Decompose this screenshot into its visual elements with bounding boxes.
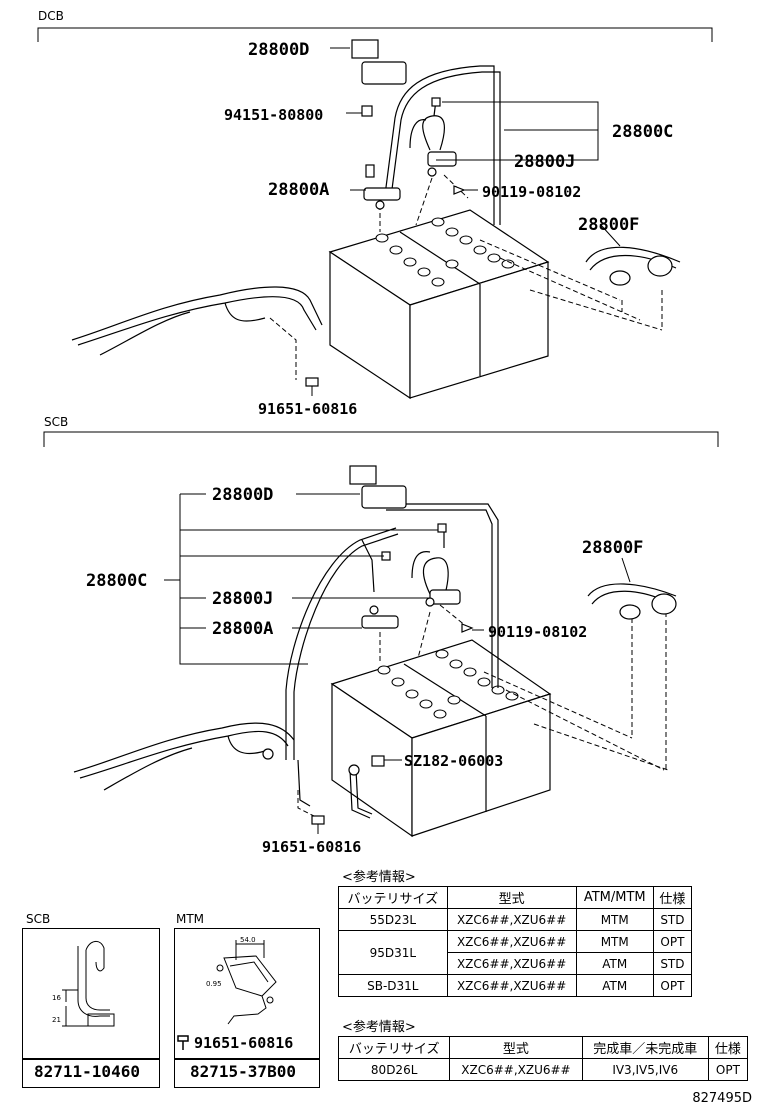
table-cell: XZC6##,XZU6## (446, 952, 577, 975)
label-28800A-top: 28800A (268, 180, 329, 200)
terminal-28800A-bottom (361, 551, 399, 629)
table-cell: OPT (652, 930, 693, 953)
label-28800C-bottom: 28800C (86, 571, 147, 591)
figure-scb-drawing (62, 941, 115, 1027)
label-28800J-top: 28800J (514, 152, 575, 172)
connector-28800D-top (351, 39, 407, 85)
bottom-leaders (164, 493, 631, 834)
table-header-cell: 完成車／未完成車 (581, 1036, 709, 1059)
table-cell: MTM (575, 908, 654, 931)
section-label-dcb: DCB (38, 9, 64, 23)
table-cell: STD (652, 908, 693, 931)
section-label-scb: SCB (44, 415, 68, 429)
battery-scb (330, 639, 552, 838)
table-row: 95D31L XZC6##,XZU6## MTM OPT (338, 930, 693, 975)
table-row: 80D26L XZC6##,XZU6## IV3,IV5,IV6 OPT (337, 1058, 749, 1081)
label-28800D-top: 28800D (248, 40, 309, 60)
table-cell: XZC6##,XZU6## (449, 1058, 583, 1081)
table-row: XZC6##,XZU6## ATM STD (339, 952, 693, 975)
terminal-28800A-top (361, 105, 401, 210)
terminal-28800J-top (427, 97, 466, 195)
table-cell: 80D26L (337, 1058, 451, 1081)
label-28800F-top: 28800F (578, 215, 639, 235)
terminal-28800J-bottom (425, 523, 474, 633)
table-cell: ATM (575, 974, 654, 997)
figure-mtm-box (174, 928, 320, 1060)
table-cell: XZC6##,XZU6## (446, 930, 577, 953)
battery-dcb-caps (375, 217, 515, 287)
table-header-cell: 仕様 (707, 1036, 749, 1059)
table-cell: 55D23L (338, 908, 448, 931)
table-header-row: バッテリサイズ 型式 ATM/MTM 仕様 (338, 886, 693, 909)
reference-table-2: バッテリサイズ 型式 完成車／未完成車 仕様 80D26L XZC6##,XZU… (337, 1036, 749, 1081)
cable-28800F-bottom (619, 593, 677, 620)
fig-scb-dim-21: 21 (52, 1016, 61, 1024)
fig-mtm-dim-095: 0.95 (206, 980, 222, 988)
table-cell: MTM (575, 930, 654, 953)
table-cell: 95D31L (338, 930, 448, 975)
table-cell: XZC6##,XZU6## (446, 974, 577, 997)
table-header-row: バッテリサイズ 型式 完成車／未完成車 仕様 (337, 1036, 749, 1059)
table-header-cell: ATM/MTM (575, 886, 654, 909)
table1-caption: <参考情報> (342, 870, 416, 885)
bolt-91651-bottom (311, 815, 325, 825)
table-header-cell: 型式 (449, 1036, 583, 1059)
label-28800A-bottom: 28800A (212, 619, 273, 639)
figure-mtm-bolt-label: 91651-60816 (194, 1034, 294, 1052)
figure-scb-part-number: 82711-10460 (34, 1062, 140, 1081)
label-28800J-bottom: 28800J (212, 589, 273, 609)
label-28800D-bottom: 28800D (212, 485, 273, 505)
label-28800C-top: 28800C (612, 122, 673, 142)
reference-table-1: バッテリサイズ 型式 ATM/MTM 仕様 55D23L XZC6##,XZU6… (338, 886, 693, 997)
bolt-icon (177, 1035, 189, 1050)
label-SZ182-06003-bottom: SZ182-06003 (404, 752, 503, 770)
label-90119-08102-top: 90119-08102 (482, 183, 581, 201)
figure-mtm-drawing (216, 940, 277, 1025)
label-91651-60816-top: 91651-60816 (258, 400, 357, 418)
figure-scb-label: SCB (26, 912, 51, 926)
table-header-cell: 仕様 (652, 886, 693, 909)
table-cell: OPT (707, 1058, 749, 1081)
table-header-cell: バッテリサイズ (337, 1036, 451, 1059)
table-row: SB-D31L XZC6##,XZU6## ATM OPT (338, 974, 693, 997)
top-leaders (311, 47, 621, 396)
figure-mtm-partno-box (174, 1058, 320, 1088)
connector-28800D-bottom (349, 465, 407, 509)
bolt-91651-top (305, 377, 319, 387)
table-cell: XZC6##,XZU6## (446, 908, 577, 931)
label-90119-08102-bottom: 90119-08102 (488, 623, 587, 641)
figure-scb-partno-box (22, 1058, 160, 1088)
figure-mtm-label: MTM (176, 912, 205, 926)
document-id: 827495D (692, 1091, 752, 1106)
table-cell: ATM (575, 952, 654, 975)
table-row: 55D23L XZC6##,XZU6## MTM STD (338, 908, 693, 931)
battery-scb-caps (377, 649, 519, 719)
table-header-cell: 型式 (446, 886, 577, 909)
cable-28800F-top (609, 255, 673, 286)
fig-mtm-dim-54: 54.0 (240, 936, 256, 944)
table-cell: STD (652, 952, 693, 975)
table-cell: OPT (652, 974, 693, 997)
table-header-cell: バッテリサイズ (338, 886, 448, 909)
table-cell: IV3,IV5,IV6 (581, 1058, 709, 1081)
battery-dcb (328, 209, 550, 400)
figure-mtm-part-number: 82715-37B00 (190, 1062, 296, 1081)
label-94151-80800-top: 94151-80800 (224, 106, 323, 124)
table-cell: SB-D31L (338, 974, 448, 997)
table2-caption: <参考情報> (342, 1020, 416, 1035)
fig-scb-dim-16: 16 (52, 994, 61, 1002)
label-91651-60816-bottom: 91651-60816 (262, 838, 361, 856)
figure-scb-box (22, 928, 160, 1060)
label-28800F-bottom: 28800F (582, 538, 643, 558)
nut-SZ182-bottom (262, 748, 385, 776)
